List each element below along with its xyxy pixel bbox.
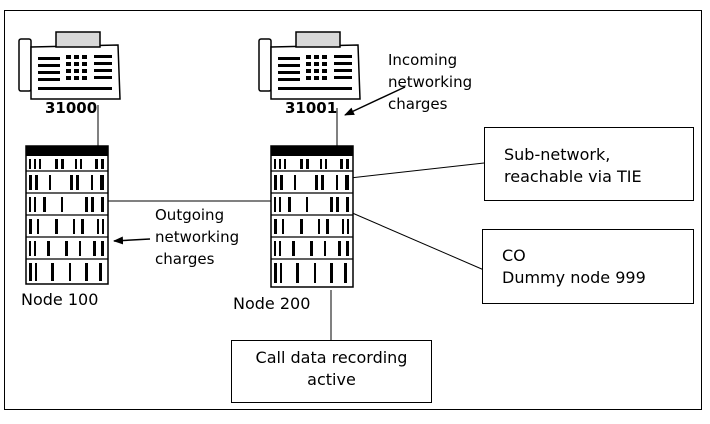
incoming-charges-arrow bbox=[344, 86, 406, 116]
node-label: Node 200 bbox=[233, 294, 311, 313]
subnetwork-box: Sub-network, reachable via TIE bbox=[484, 127, 694, 201]
outgoing-charges-arrow bbox=[113, 236, 151, 245]
co-dummy-node-box: CO Dummy node 999 bbox=[482, 229, 694, 304]
telephone-icon bbox=[18, 31, 121, 100]
call-data-recording-box: Call data recording active bbox=[231, 340, 432, 403]
node200-co-link bbox=[349, 211, 485, 271]
switch-cabinet-icon bbox=[270, 145, 354, 288]
phone-label: 31000 bbox=[45, 99, 98, 117]
switch-cabinet-icon bbox=[25, 145, 109, 285]
phone-label: 31001 bbox=[285, 99, 338, 117]
telephone-icon bbox=[258, 31, 361, 100]
node-label: Node 100 bbox=[21, 290, 99, 309]
node200-subnetwork-link bbox=[349, 162, 485, 179]
diagram-frame bbox=[4, 10, 702, 410]
